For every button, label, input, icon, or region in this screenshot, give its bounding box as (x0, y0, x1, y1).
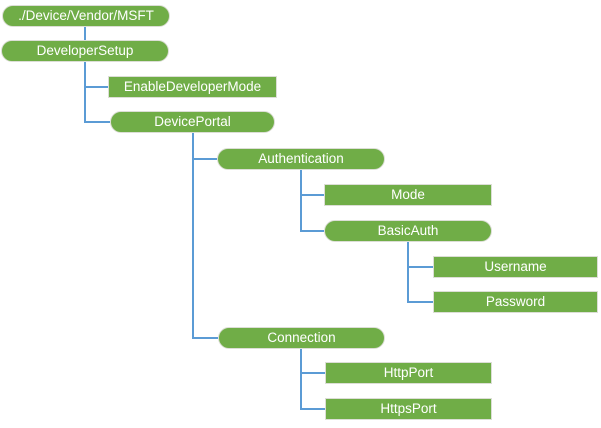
connector-branch-connection (192, 337, 218, 339)
connector-branch-deviceportal (84, 121, 110, 123)
connector-branch-enabledevelopermode (84, 86, 108, 88)
node-root: ./Device/Vendor/MSFT (2, 5, 170, 27)
connector-trunk-connection (300, 349, 302, 410)
node-username: Username (433, 256, 598, 278)
connector-branch-httpsport (300, 408, 325, 410)
connector-trunk-authentication (300, 170, 302, 232)
connector-trunk-basicauth (407, 242, 409, 303)
connector-root-to-developersetup (84, 27, 86, 40)
node-basic-auth: BasicAuth (324, 220, 492, 242)
node-developer-setup: DeveloperSetup (1, 40, 169, 62)
connector-branch-authentication (192, 158, 217, 160)
node-authentication: Authentication (217, 148, 385, 170)
node-https-port: HttpsPort (325, 398, 492, 420)
connector-trunk-developersetup (84, 62, 86, 123)
node-connection: Connection (218, 327, 385, 349)
connector-branch-httpport (300, 372, 325, 374)
node-device-portal: DevicePortal (110, 111, 275, 133)
connector-trunk-deviceportal (192, 133, 194, 339)
node-mode: Mode (324, 184, 492, 206)
node-password: Password (433, 291, 598, 313)
node-http-port: HttpPort (325, 362, 492, 384)
connector-branch-username (407, 266, 433, 268)
connector-branch-mode (300, 194, 324, 196)
connector-branch-basicauth (300, 230, 324, 232)
connector-branch-password (407, 301, 433, 303)
node-enable-developer-mode: EnableDeveloperMode (108, 76, 277, 98)
